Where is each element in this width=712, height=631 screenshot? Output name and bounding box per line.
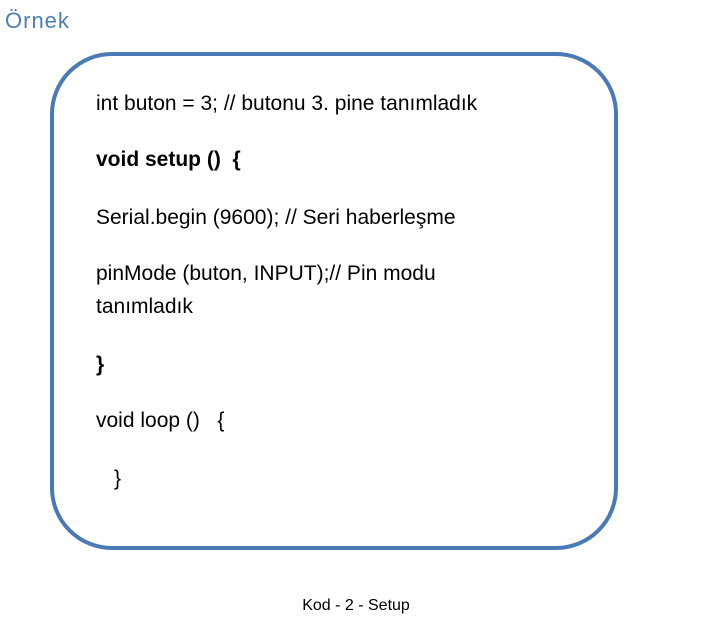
code-box [50, 52, 618, 550]
figure-caption: Kod - 2 - Setup [302, 597, 410, 614]
code-line-loop-close: } [114, 467, 122, 490]
page-heading: Örnek [5, 8, 70, 33]
code-line-variable: int buton = 3; // butonu 3. pine tanımla… [96, 92, 478, 115]
code-line-setup-open: void setup () { [96, 148, 241, 171]
code-line-pinmode: pinMode (buton, INPUT);// Pin modu [96, 262, 436, 285]
code-line-loop-open: void loop () { [96, 409, 225, 432]
code-line-setup-close: } [96, 353, 105, 376]
code-line-pinmode-cont: tanımladık [96, 295, 193, 318]
code-line-serial-begin: Serial.begin (9600); // Seri haberleşme [96, 206, 456, 229]
